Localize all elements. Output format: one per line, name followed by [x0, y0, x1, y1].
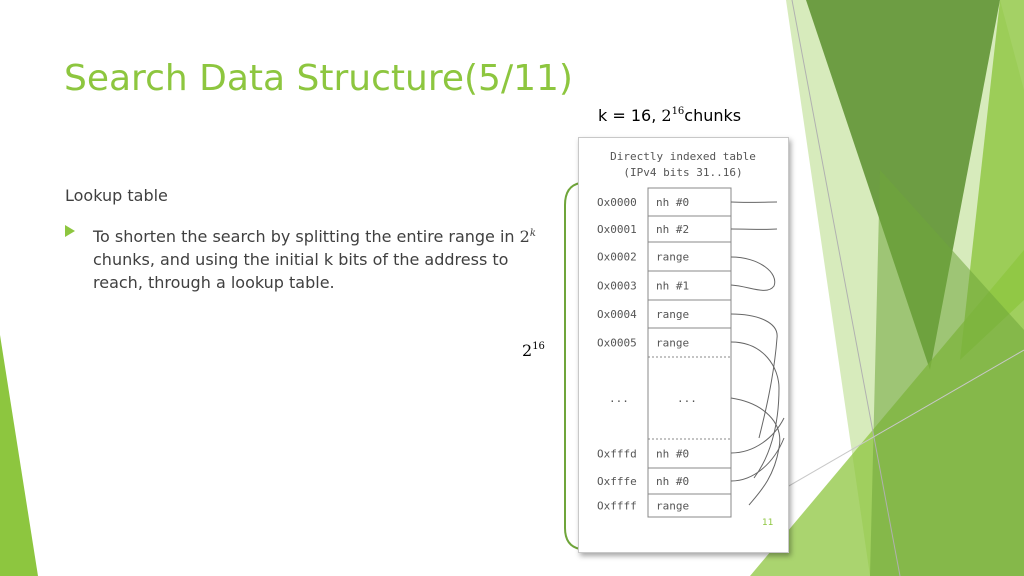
- bullet-base: 2: [519, 227, 530, 246]
- k-label-base: 2: [661, 106, 672, 125]
- k-label-exponent: 16: [671, 106, 685, 117]
- table-row-value: range: [656, 500, 689, 513]
- page-number: 11: [762, 518, 774, 528]
- table-row-index: Ox0002: [597, 251, 637, 264]
- table-row-dividers: [648, 215, 731, 495]
- table-row-value: nh #2: [656, 223, 689, 236]
- table-row-index: Oxfffe: [597, 475, 637, 488]
- table-row-value: nh #1: [656, 280, 689, 293]
- table-row-index: ...: [609, 392, 629, 405]
- k-label-prefix: k = 16,: [598, 106, 662, 125]
- table-row-index: Ox0001: [597, 223, 637, 236]
- deco-line: [791, 0, 901, 576]
- section-heading: Lookup table: [65, 186, 168, 205]
- k-chunks-label: k = 16, 216chunks: [598, 106, 741, 125]
- pointer-curve: [730, 417, 785, 454]
- lookup-table-diagram: Directly indexed table (IPv4 bits 31..16…: [597, 150, 785, 518]
- table-pointer-curves: [730, 201, 785, 506]
- bullet-part1: To shorten the search by splitting the e…: [93, 227, 520, 246]
- bottom-right-shade: [870, 170, 1024, 576]
- table-row-index: Oxffff: [597, 500, 637, 513]
- table-title-line2: (IPv4 bits 31..16): [623, 166, 742, 179]
- table-row-index: Ox0005: [597, 337, 637, 350]
- bullet-text: To shorten the search by splitting the e…: [93, 222, 538, 294]
- table-size-base: 2: [522, 341, 533, 360]
- pointer-curve: [730, 397, 781, 506]
- range-bracket: [564, 182, 581, 550]
- table-row-value: nh #0: [656, 448, 689, 461]
- table-row-value: ...: [677, 392, 697, 405]
- bullet-exponent: k: [529, 228, 536, 239]
- bullet-part2: chunks, and using the initial k bits of …: [93, 250, 509, 292]
- table-row-index: Ox0004: [597, 308, 637, 321]
- left-corner-triangle: [0, 335, 38, 576]
- table-row-value: nh #0: [656, 196, 689, 209]
- lookup-table-figure: Directly indexed table (IPv4 bits 31..16…: [578, 137, 789, 553]
- table-title-line1: Directly indexed table: [610, 150, 756, 163]
- table-row-index: Ox0000: [597, 196, 637, 209]
- table-size-label: 216: [522, 341, 545, 360]
- table-row-index: Oxfffd: [597, 448, 637, 461]
- pointer-curve: [730, 256, 776, 291]
- pointer-curve: [730, 313, 778, 439]
- table-row-value: nh #0: [656, 475, 689, 488]
- table-row-value: range: [656, 337, 689, 350]
- table-row-value: range: [656, 251, 689, 264]
- right-dark-triangle: [806, 0, 1000, 370]
- table-box: [647, 187, 732, 518]
- table-row-index: Ox0003: [597, 280, 637, 293]
- slide-title: Search Data Structure(5/11): [64, 58, 573, 99]
- triangle-bullet-icon: [65, 225, 75, 237]
- pointer-curve: [730, 437, 785, 482]
- table-size-exponent: 16: [532, 341, 545, 352]
- pointer-curve: [730, 341, 780, 479]
- k-label-suffix: chunks: [684, 106, 742, 125]
- table-row-value: range: [656, 308, 689, 321]
